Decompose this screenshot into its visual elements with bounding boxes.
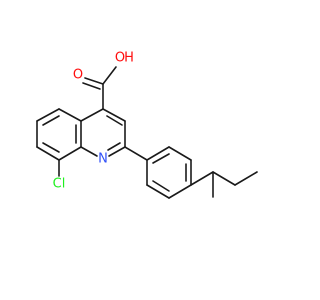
bond-ph1-ph2 — [146, 146, 170, 161]
bond-c8-c8a — [58, 146, 82, 161]
bond-c-o-double-a — [84, 77, 104, 85]
bond-ch-ch2 — [212, 171, 236, 186]
sec-butyl-group — [190, 171, 258, 198]
bond-c4-c3-inner — [106, 115, 123, 126]
bond-ph4-ph5 — [168, 184, 192, 199]
bond-c-oh — [102, 66, 117, 85]
atom-label-o-hydroxyl: O — [115, 51, 125, 66]
molecule-structure: O O H N Cl — [36, 51, 258, 199]
bond-n1-c8a — [80, 146, 98, 157]
bond-c7-c8 — [36, 146, 60, 161]
atom-labels: O O H N Cl — [53, 51, 134, 192]
bond-c5-c6-inner — [42, 115, 60, 126]
bond-ph5-ph6-inner — [152, 180, 170, 192]
bond-c7-c8-inner — [42, 142, 60, 153]
bond-c2-n1-inner — [107, 142, 121, 151]
benzo-ring — [36, 108, 82, 177]
bond-ph4-ch — [190, 171, 214, 186]
atom-label-n: N — [98, 152, 108, 167]
carboxyl-group — [82, 66, 117, 110]
bond-c5-c6 — [36, 108, 60, 122]
bond-c2-phenyl — [124, 146, 148, 161]
bond-c-o-double-b — [82, 82, 101, 90]
bond-c4-c4a — [80, 108, 104, 122]
phenyl-ring — [124, 146, 192, 199]
bond-c4a-c5 — [58, 108, 82, 122]
bond-c2-n1 — [108, 146, 126, 157]
atom-label-cl: Cl — [53, 177, 66, 192]
bond-ph5-ph6 — [146, 184, 170, 199]
bond-ch2-ch3 — [234, 171, 258, 186]
bond-c4-c3 — [102, 108, 126, 122]
bond-ph1-ph2-inner — [152, 153, 170, 164]
bond-ph2-ph3 — [168, 146, 192, 161]
atom-label-o-carbonyl: O — [73, 68, 83, 83]
pyridine-ring — [80, 108, 126, 157]
atom-label-h-hydroxyl: H — [124, 51, 134, 66]
